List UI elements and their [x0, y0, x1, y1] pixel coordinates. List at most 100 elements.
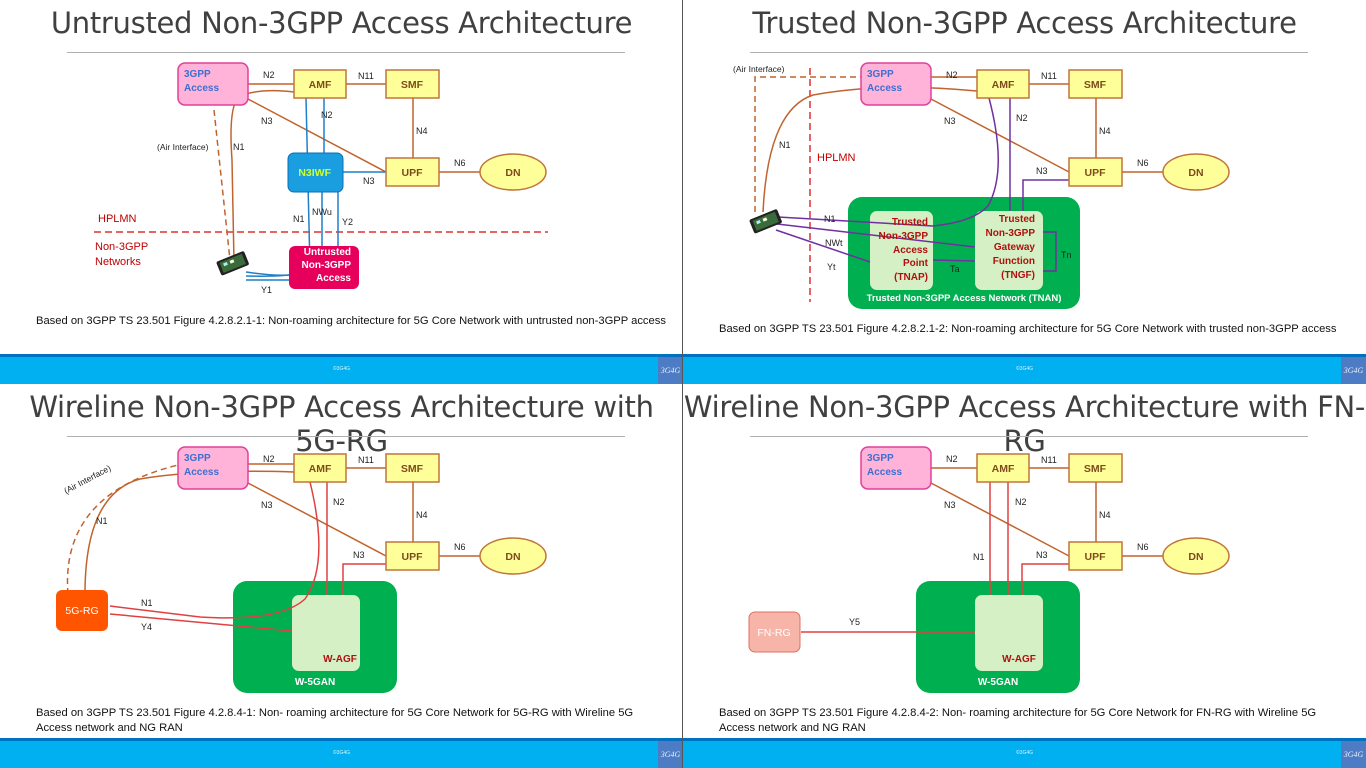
trusted-architecture-diagram: 3GPP Access AMF SMF UPF DN Trusted Non-3… [733, 62, 1230, 309]
dn-label: DN [505, 551, 520, 563]
ue-phone-icon [749, 209, 782, 234]
title-rule [67, 52, 625, 53]
label-y1: Y1 [261, 285, 272, 295]
non3gpp-networks-label-1: Non-3GPP [95, 241, 148, 253]
upf-node [385, 541, 440, 571]
link-tn [1043, 231, 1057, 272]
label-tn: Tn [1061, 250, 1072, 260]
tngf-label-4: Function [993, 256, 1035, 267]
link-n3-access-upf [247, 98, 387, 173]
3gpp-access-label-1: 3GPP [867, 69, 894, 80]
label-n3-n3iwf: N3 [363, 176, 375, 186]
untrusted-access-node [289, 246, 359, 289]
footer-copyright: ©3G4G [1015, 750, 1034, 756]
3gpp-access-label-2: Access [867, 83, 902, 94]
label-n3: N3 [261, 116, 273, 126]
slide-title: Trusted Non-3GPP Access Architecture [752, 6, 1297, 40]
label-n3-tngf: N3 [1036, 166, 1048, 176]
slide-footer: ©3G4G 3G4G [0, 354, 683, 384]
hplmn-label: HPLMN [98, 213, 137, 225]
label-n4: N4 [1099, 510, 1111, 520]
5g-rg-node [56, 590, 108, 631]
dn-label: DN [1188, 551, 1203, 563]
upf-node [385, 157, 440, 187]
dn-node [1162, 537, 1230, 575]
untrusted-access-label-2: Non-3GPP [302, 260, 352, 271]
ue-phone-icon [216, 251, 249, 276]
label-n1: N1 [779, 140, 791, 150]
fn-rg-node [748, 611, 801, 653]
title-rule [750, 52, 1308, 53]
link-yt [775, 229, 871, 263]
w5gan-label: W-5GAN [295, 677, 335, 688]
dn-node [479, 537, 547, 575]
label-n3: N3 [944, 500, 956, 510]
amf-node [293, 453, 347, 483]
amf-label: AMF [992, 463, 1015, 475]
label-nwt: NWt [825, 238, 843, 248]
label-n1-n3iwf: N1 [293, 214, 305, 224]
smf-node [385, 453, 440, 483]
w5gan-label: W-5GAN [978, 677, 1018, 688]
fn-rg-label: FN-RG [757, 627, 790, 639]
link-nwt [776, 223, 976, 248]
amf-node [976, 69, 1030, 99]
label-n1-trusted: N1 [824, 214, 836, 224]
link-n1-wagf [109, 481, 320, 619]
dn-node [479, 153, 547, 191]
smf-label: SMF [401, 463, 424, 475]
amf-node [293, 69, 347, 99]
label-n11: N11 [358, 455, 374, 465]
label-n4: N4 [416, 510, 428, 520]
wireline-5g-rg-diagram: 3GPP Access AMF SMF UPF DN 5G-RG W-AGF W… [56, 446, 547, 693]
air-interface-link [66, 464, 179, 595]
hplmn-label: HPLMN [817, 152, 856, 164]
dn-label: DN [1188, 167, 1203, 179]
label-n1-wagf: N1 [141, 598, 153, 608]
smf-node [1068, 453, 1123, 483]
tngf-label-1: Trusted [999, 214, 1035, 225]
slide-trusted-access: Trusted Non-3GPP Access Architecture 3GP… [683, 0, 1366, 384]
title-rule [67, 436, 625, 437]
link-n3-access-upf [930, 98, 1070, 173]
tnap-label-5: (TNAP) [894, 272, 928, 283]
label-n6: N6 [1137, 158, 1149, 168]
footer-logo: 3G4G [658, 741, 683, 768]
link-n3-wagf-upf [1021, 563, 1069, 595]
3gpp-access-node [177, 62, 249, 106]
link-n3-access-upf [930, 482, 1070, 557]
figure-caption: Based on 3GPP TS 23.501 Figure 4.2.8.2.1… [719, 323, 1337, 335]
figure-caption: Based on 3GPP TS 23.501 Figure 4.2.8.2.1… [36, 315, 666, 327]
link-n1-trusted [777, 97, 999, 227]
slide-title: Wireline Non-3GPP Access Architecture wi… [683, 390, 1366, 458]
label-n2-tngf: N2 [1016, 113, 1028, 123]
n3iwf-label: N3IWF [298, 167, 331, 179]
footer-copyright: ©3G4G [1015, 366, 1034, 372]
tngf-label-2: Non-3GPP [986, 228, 1036, 239]
smf-label: SMF [401, 79, 424, 91]
link-y4 [109, 613, 293, 632]
smf-label: SMF [1084, 79, 1107, 91]
3gpp-access-label-1: 3GPP [184, 453, 211, 464]
label-n2-wagf: N2 [1015, 497, 1027, 507]
3gpp-access-node [177, 446, 249, 490]
amf-label: AMF [309, 79, 332, 91]
upf-node [1068, 541, 1123, 571]
n3iwf-node [287, 152, 344, 193]
3gpp-access-label-2: Access [184, 83, 219, 94]
label-yt: Yt [827, 262, 836, 272]
upf-label: UPF [402, 167, 424, 179]
air-interface-link [213, 109, 231, 261]
label-ta: Ta [950, 264, 960, 274]
label-n2: N2 [946, 454, 958, 464]
slide-footer: ©3G4G 3G4G [683, 738, 1366, 768]
air-interface-label: (Air Interface) [62, 463, 112, 496]
footer-logo: 3G4G [1341, 741, 1366, 768]
upf-node [1068, 157, 1123, 187]
tngf-label-5: (TNGF) [1001, 270, 1035, 281]
label-n3-wagf: N3 [353, 550, 365, 560]
dn-label: DN [505, 167, 520, 179]
3gpp-access-label-2: Access [184, 467, 219, 478]
label-y4: Y4 [141, 622, 152, 632]
footer-logo: 3G4G [1341, 357, 1366, 384]
